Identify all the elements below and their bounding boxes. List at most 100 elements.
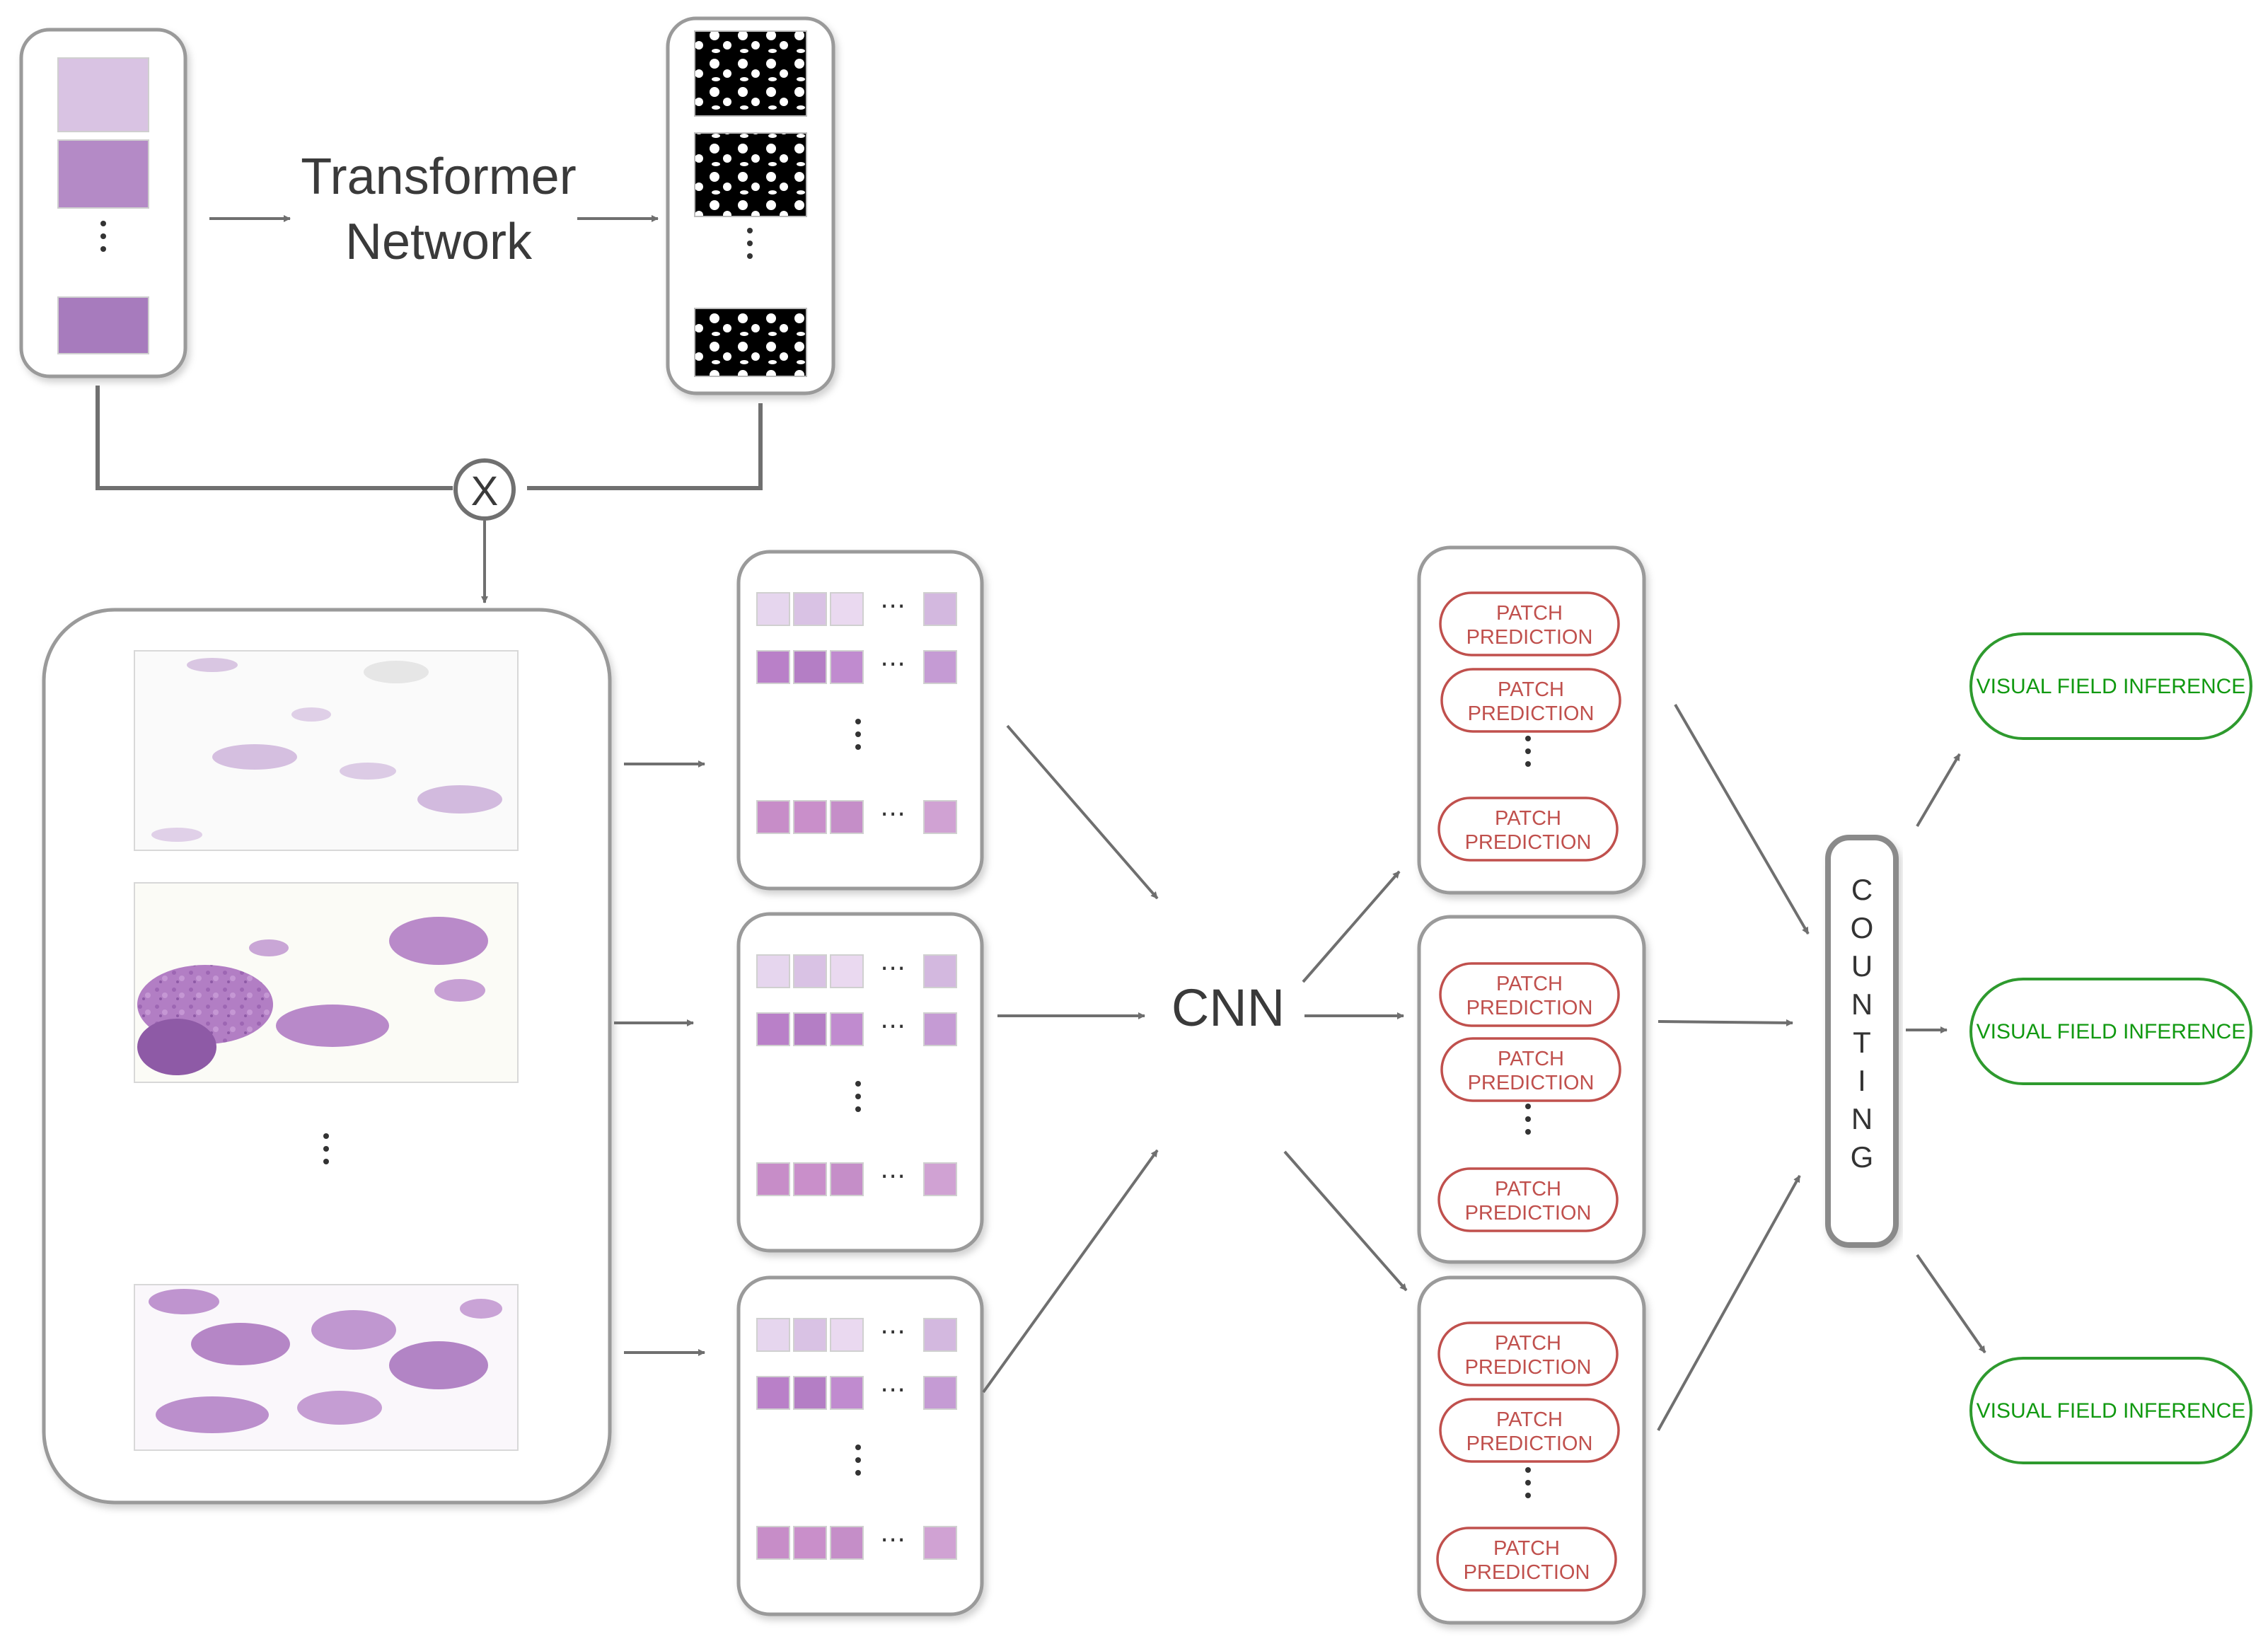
masked-slide [134,882,519,1083]
patch-tile [793,1526,827,1560]
patch-prediction-line2: PREDICTION [1465,1202,1592,1225]
patch-tile [923,1376,957,1410]
horizontal-ellipsis: ⋯ [880,954,906,983]
patch-prediction-line1: PATCH [1496,973,1563,995]
horizontal-ellipsis: ⋯ [880,1525,906,1554]
arrow [1006,724,1159,900]
patch-prediction-line1: PATCH [1495,807,1561,830]
counting-letter: O [1851,911,1874,944]
multiply-symbol: X [471,468,499,514]
patch-tile [756,954,790,988]
patch-tile-panel: ⋯⋯⋯ [736,1275,984,1616]
patch-tile [830,800,864,834]
prediction-panel: PATCHPREDICTIONPATCHPREDICTIONPATCHPREDI… [1417,545,1646,895]
horizontal-ellipsis: ⋯ [880,591,906,620]
patch-tile [756,592,790,626]
vertical-ellipsis [855,1081,861,1112]
patch-tile [923,954,957,988]
arrow [1916,1254,1986,1354]
vertical-ellipsis [747,228,753,259]
patch-prediction-panels: PATCHPREDICTIONPATCHPREDICTIONPATCHPREDI… [1417,545,1646,1625]
vertical-ellipsis [1525,1104,1531,1135]
arrow [1674,703,1810,935]
multiply-operator [453,458,516,521]
patch-tile [793,650,827,684]
prediction-panel: PATCHPREDICTIONPATCHPREDICTIONPATCHPREDI… [1417,1275,1646,1625]
horizontal-ellipsis: ⋯ [880,649,906,678]
visual-field-inference-pill: VISUAL FIELD INFERENCE [1969,1357,2252,1464]
patch-tile [793,1318,827,1352]
binary-mask-thumbnail [694,132,807,217]
patch-tile [923,1012,957,1046]
arrow [1302,870,1401,983]
visual-field-inference-label: VISUAL FIELD INFERENCE [1977,675,2246,698]
patch-tile [793,1162,827,1196]
patch-tile [793,954,827,988]
patch-prediction-line2: PREDICTION [1468,702,1595,725]
patch-prediction-line1: PATCH [1496,602,1563,625]
masked-slides-panel [42,608,612,1505]
patch-prediction-line2: PREDICTION [1466,626,1593,649]
visual-field-inference-outputs: VISUAL FIELD INFERENCE VISUAL FIELD INFER… [1969,632,2252,1464]
patch-tile [756,1012,790,1046]
patch-tile [756,1162,790,1196]
counting-letter: I [1858,1064,1866,1097]
patch-tile [756,1376,790,1410]
input-slides-panel [19,28,187,378]
patch-prediction-line2: PREDICTION [1464,1561,1590,1584]
visual-field-inference-label: VISUAL FIELD INFERENCE [1977,1399,2246,1423]
patch-tile [923,1162,957,1196]
binary-mask-thumbnail [694,30,807,117]
patch-prediction-line1: PATCH [1493,1537,1560,1560]
input-slide-thumbnail [57,57,149,132]
horizontal-ellipsis: ⋯ [880,799,906,828]
patch-tile [923,650,957,684]
visual-field-inference-pill: VISUAL FIELD INFERENCE [1969,632,2252,740]
patch-tile [923,592,957,626]
patch-prediction-line1: PATCH [1495,1332,1561,1355]
counting-letter: U [1851,949,1873,983]
vertical-ellipsis [855,719,861,750]
counting-letter: N [1851,1102,1873,1135]
input-slide-thumbnail [57,139,149,209]
prediction-panel: PATCHPREDICTIONPATCHPREDICTIONPATCHPREDI… [1417,915,1646,1264]
patch-tile [756,800,790,834]
patch-tile [830,1162,864,1196]
patch-prediction-line1: PATCH [1496,1408,1563,1431]
patch-prediction-line1: PATCH [1498,678,1564,701]
transformer-label-line1: Transformer [301,149,576,205]
patch-tile [793,1376,827,1410]
transformer-label-line2: Network [345,214,533,270]
vertical-ellipsis [855,1445,861,1476]
patch-tile [756,1526,790,1560]
horizontal-ellipsis: ⋯ [880,1162,906,1191]
patch-prediction-line2: PREDICTION [1466,1432,1593,1455]
arrow [1283,1150,1408,1292]
vertical-ellipsis [1525,1467,1531,1498]
patch-prediction-line1: PATCH [1498,1048,1564,1070]
arrow [982,1149,1159,1394]
patch-tile [793,800,827,834]
vertical-ellipsis [100,221,106,252]
patch-prediction-line2: PREDICTION [1465,1356,1592,1379]
visual-field-inference-pill: VISUAL FIELD INFERENCE [1969,978,2252,1085]
masked-slide [134,650,519,851]
patch-tile-panels: ⋯⋯⋯⋯⋯⋯⋯⋯⋯ [736,550,984,1616]
cnn-label: CNN [1171,978,1285,1037]
binary-mask-thumbnail [694,308,807,377]
counting-letter: N [1851,988,1873,1021]
vertical-ellipsis [1525,736,1531,767]
patch-prediction-line2: PREDICTION [1465,831,1592,854]
patch-tile [756,1318,790,1352]
patch-prediction-line2: PREDICTION [1466,997,1593,1019]
patch-prediction-line2: PREDICTION [1468,1072,1595,1094]
patch-tile [830,1526,864,1560]
counting-letter: C [1851,873,1873,906]
